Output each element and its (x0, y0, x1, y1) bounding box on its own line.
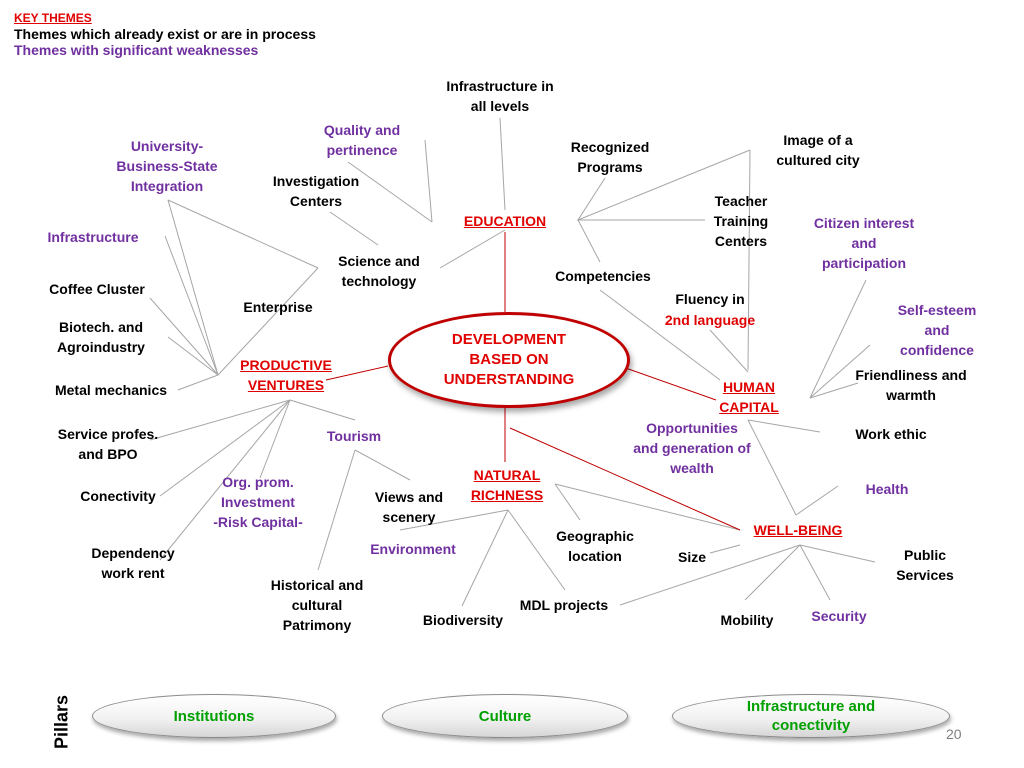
node-historical-cultural: Historical and cultural Patrimony (270, 577, 364, 633)
node-recognized-programs: Recognized Programs (570, 139, 650, 175)
hub-education: EDUCATION (463, 213, 547, 229)
node-biodiversity: Biodiversity (422, 612, 504, 628)
node-public-services: Public Services (896, 547, 954, 583)
pillar-institutions: Institutions (92, 694, 336, 738)
node-service-bpo: Service profes. and BPO (57, 426, 159, 462)
node-views-scenery: Views and scenery (374, 489, 444, 525)
node-second-language: 2nd language (664, 312, 756, 328)
hub-natural-richness: NATURAL RICHNESS (470, 467, 544, 503)
node-environment: Environment (370, 541, 456, 557)
page-number: 20 (946, 726, 962, 742)
node-friendliness-warmth: Friendliness and warmth (855, 367, 967, 403)
node-infrastructure: Infrastructure (47, 229, 139, 245)
node-conectivity: Conectivity (80, 488, 156, 504)
hub-productive-ventures: PRODUCTIVE VENTURES (240, 357, 332, 393)
hub-human-capital: HUMAN CAPITAL (719, 379, 779, 415)
node-competencies: Competencies (555, 268, 651, 284)
node-dependency-work-rent: Dependency work rent (91, 545, 175, 581)
node-biotech-agroindustry: Biotech. and Agroindustry (57, 319, 145, 355)
legend-key-themes: KEY THEMES (14, 11, 92, 25)
node-metal-mechanics: Metal mechanics (54, 382, 168, 398)
node-opportunities-wealth: Opportunities and generation of wealth (633, 420, 751, 476)
node-size: Size (677, 549, 707, 565)
node-investigation-centers: Investigation Centers (272, 173, 360, 209)
node-university-business-state: University- Business-State Integration (116, 138, 218, 194)
node-teacher-training-centers: Teacher Training Centers (713, 193, 769, 249)
node-mobility: Mobility (720, 612, 774, 628)
node-science-technology: Science and technology (338, 253, 420, 289)
node-coffee-cluster: Coffee Cluster (49, 281, 145, 297)
node-mdl-projects: MDL projects (519, 597, 609, 613)
pillars-label: Pillars (51, 694, 72, 750)
node-tourism: Tourism (326, 428, 382, 444)
node-image-cultured-city: Image of a cultured city (776, 132, 860, 168)
legend-weak: Themes with significant weaknesses (14, 42, 259, 58)
center-node: DEVELOPMENT BASED ON UNDERSTANDING (388, 312, 630, 408)
legend: KEY THEMES Themes which already exist or… (14, 10, 316, 58)
node-infrastructure-all-levels: Infrastructure in all levels (446, 78, 554, 114)
node-security: Security (811, 608, 867, 624)
node-enterprise: Enterprise (243, 299, 313, 315)
hub-well-being: WELL-BEING (753, 522, 843, 538)
pillar-infrastructure-conectivity: Infrastructure and conectivity (672, 694, 950, 738)
node-citizen-interest: Citizen interest and participation (813, 215, 915, 271)
node-fluency-in: Fluency in (675, 291, 745, 307)
node-self-esteem: Self-esteem and confidence (897, 302, 977, 358)
node-quality-pertinence: Quality and pertinence (323, 122, 401, 158)
node-work-ethic: Work ethic (855, 426, 927, 442)
node-health: Health (865, 481, 909, 497)
node-geographic-location: Geographic location (556, 528, 634, 564)
node-org-prom-investment: Org. prom. Investment -Risk Capital- (213, 474, 303, 530)
pillar-culture: Culture (382, 694, 628, 738)
legend-existing: Themes which already exist or are in pro… (14, 26, 316, 42)
